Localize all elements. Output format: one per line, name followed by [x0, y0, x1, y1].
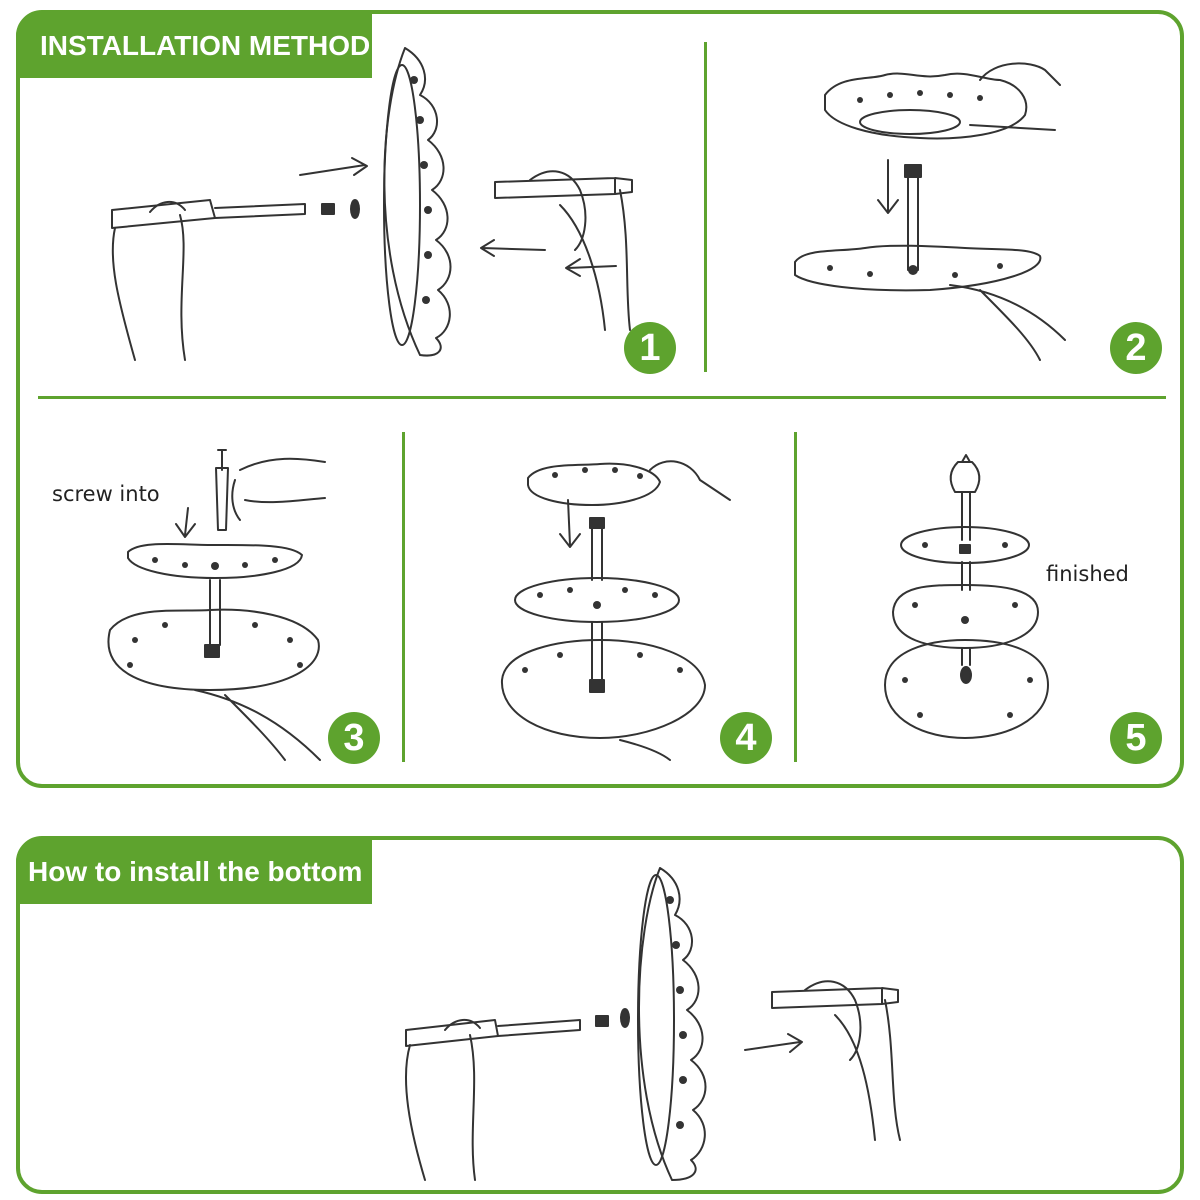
- step-2-bottom-plate: [794, 164, 1066, 361]
- step-5-illustration: [884, 454, 1049, 739]
- bottom-installation-illustration: [405, 258, 901, 1181]
- step-1-badge: 1: [624, 322, 676, 374]
- step-4-top-plate: [527, 460, 731, 506]
- step-4-stack: [500, 517, 706, 761]
- step-3-middle-plate: [127, 543, 303, 646]
- bottom-right-hand-screw: [744, 980, 901, 1141]
- step-4-illustration: [500, 460, 731, 761]
- horizontal-divider: [38, 396, 1166, 399]
- step-1-plate-side-view: [383, 47, 452, 357]
- step-1-left-hand-screwdriver: [111, 157, 368, 361]
- vertical-divider-1-2: [704, 42, 707, 372]
- step-3-hand-rod: [215, 449, 326, 531]
- installation-method-panel: [16, 10, 1184, 788]
- step-3-bottom-plate: [107, 608, 321, 761]
- step-1-illustration: [111, 47, 633, 361]
- step-3-illustration: [107, 449, 326, 761]
- vertical-divider-4-5: [794, 432, 797, 762]
- bottom-plate-side-view: [637, 867, 707, 1181]
- step-1-right-hand-screw: [480, 170, 633, 331]
- bottom-left-hand-screwdriver: [405, 258, 630, 1181]
- finished-caption: finished: [1046, 562, 1129, 586]
- step-2-illustration: [794, 62, 1066, 361]
- step-2-badge: 2: [1110, 322, 1162, 374]
- step-3-badge: 3: [328, 712, 380, 764]
- step-4-badge: 4: [720, 712, 772, 764]
- screw-into-caption: screw into: [52, 482, 160, 506]
- installation-method-banner: INSTALLATION METHOD: [16, 12, 372, 78]
- install-bottom-panel: [16, 836, 1184, 1194]
- step-5-badge: 5: [1110, 712, 1162, 764]
- install-bottom-banner: How to install the bottom: [16, 838, 372, 904]
- step-2-top-plate: [824, 62, 1061, 140]
- vertical-divider-3-4: [402, 432, 405, 762]
